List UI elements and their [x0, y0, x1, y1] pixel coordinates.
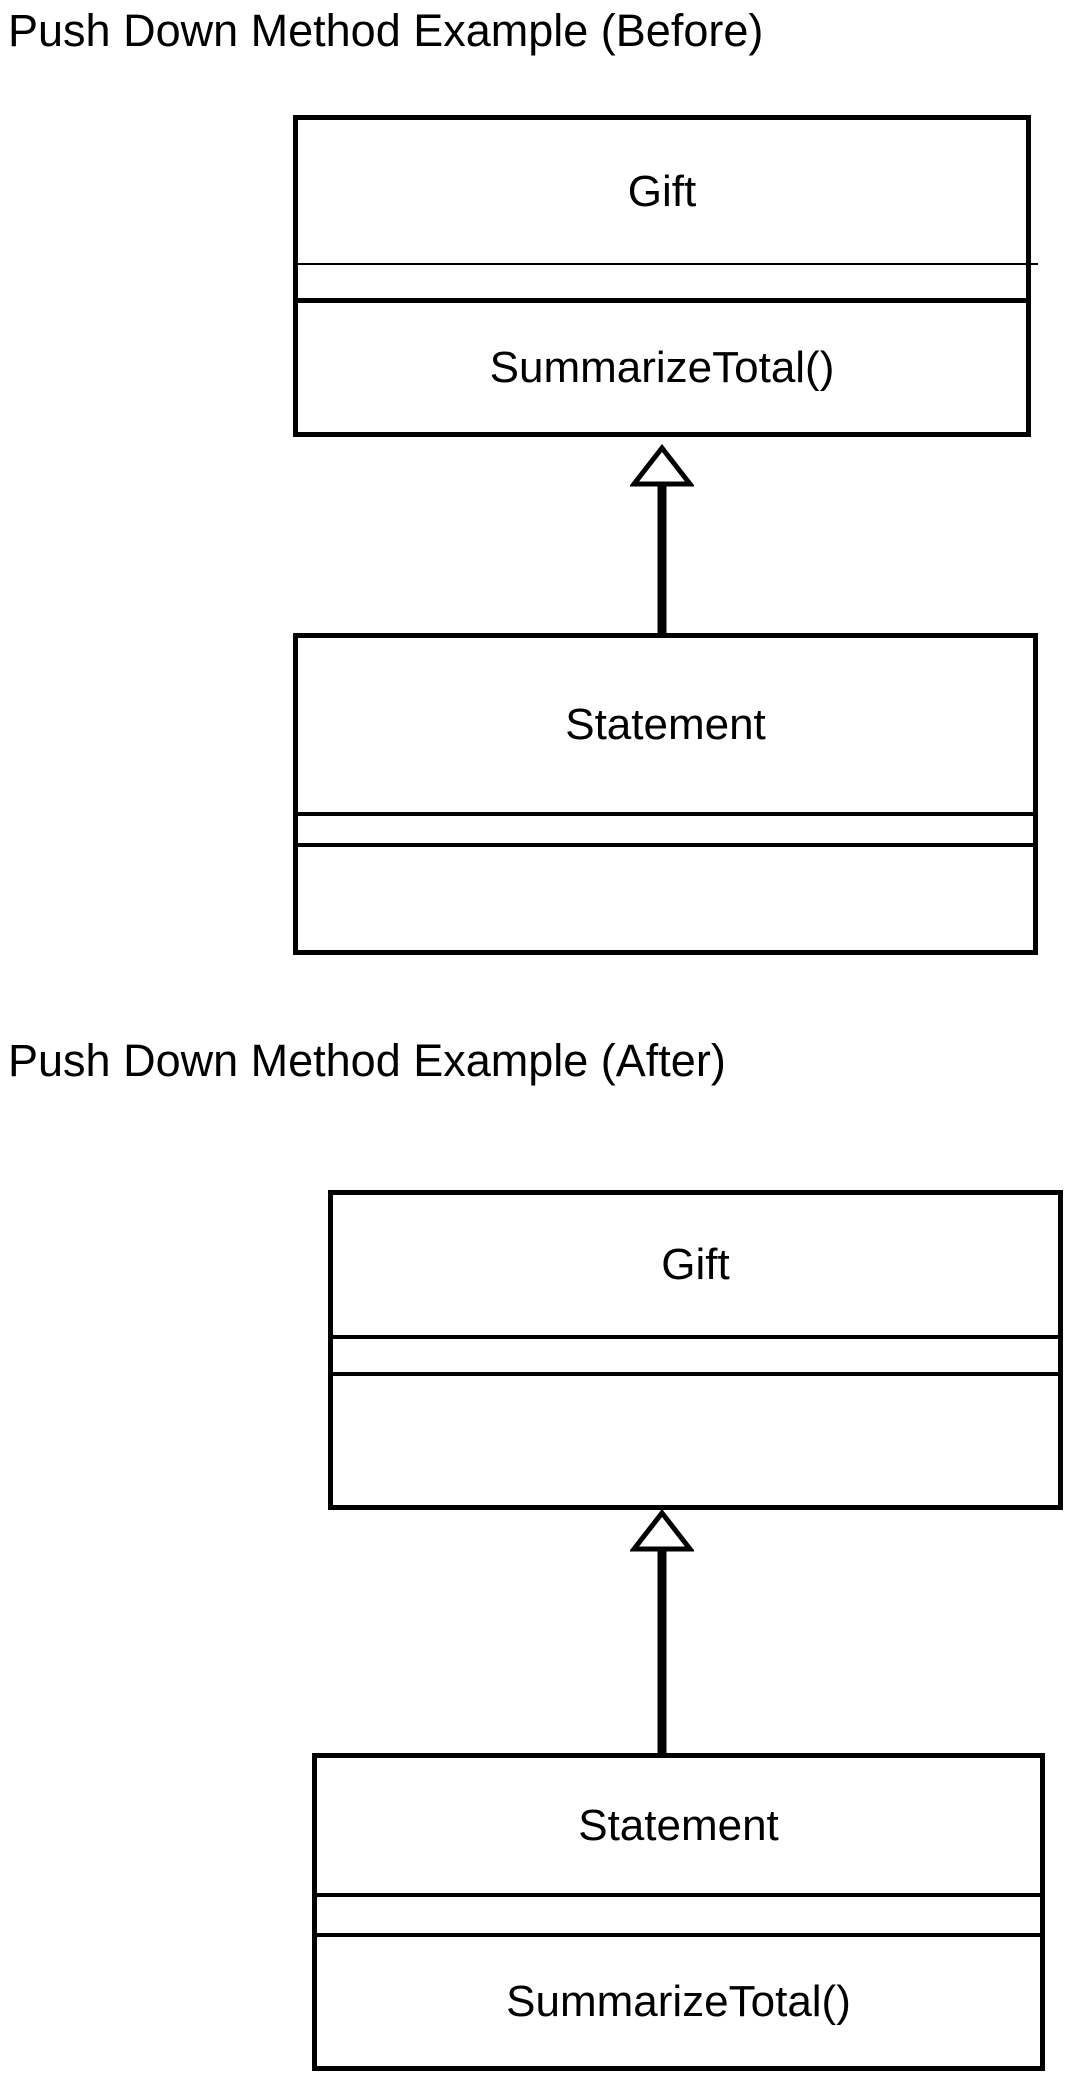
- class-name-compartment: Statement: [578, 1800, 779, 1850]
- compartment-divider: [333, 1335, 1058, 1339]
- class-methods-compartment: [333, 1376, 1058, 1505]
- diagram-title-after: Push Down Method Example (After): [8, 1035, 726, 1086]
- compartment-divider: [298, 298, 1026, 303]
- class-attributes-compartment: [298, 265, 1026, 298]
- compartment-divider: [333, 1372, 1058, 1376]
- class-attributes-compartment: [333, 1339, 1058, 1372]
- class-box-gift-before: Gift SummarizeTotal(): [293, 115, 1038, 437]
- class-box-statement-after: Statement SummarizeTotal(): [312, 1753, 1045, 2071]
- class-box-statement-before: Statement: [293, 633, 1038, 955]
- class-name-compartment: Gift: [627, 166, 697, 216]
- class-box-gift-after: Gift: [328, 1190, 1063, 1510]
- generalization-arrow: [630, 1510, 694, 1753]
- class-attributes-compartment: [317, 1897, 1040, 1933]
- compartment-divider: [298, 812, 1033, 816]
- compartment-divider: [298, 843, 1033, 847]
- class-attributes-compartment: [298, 816, 1033, 843]
- class-methods-compartment: SummarizeTotal(): [506, 1976, 851, 2026]
- class-methods-compartment: SummarizeTotal(): [489, 342, 835, 392]
- class-name-compartment: Gift: [661, 1240, 730, 1289]
- hollow-triangle-arrowhead-icon: [630, 1510, 694, 1552]
- compartment-divider: [317, 1933, 1040, 1937]
- generalization-arrow: [630, 444, 694, 633]
- class-methods-compartment: [298, 847, 1033, 950]
- compartment-divider: [317, 1893, 1040, 1897]
- hollow-triangle-arrowhead-icon: [630, 444, 694, 487]
- diagram-title-before: Push Down Method Example (Before): [8, 5, 764, 56]
- class-name-compartment: Statement: [565, 700, 766, 749]
- compartment-divider: [298, 263, 1038, 265]
